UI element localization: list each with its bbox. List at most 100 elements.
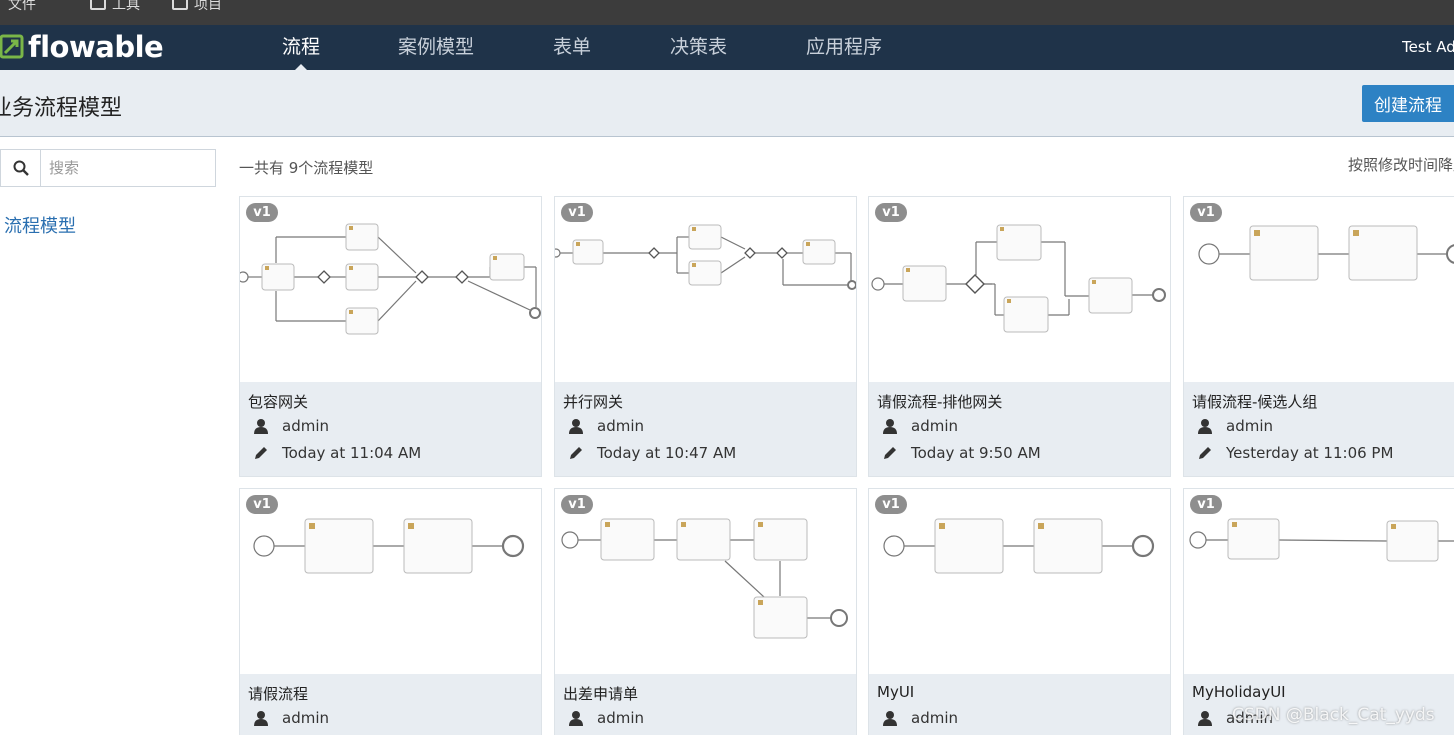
user-icon — [565, 417, 587, 435]
version-badge: v1 — [561, 203, 593, 222]
process-thumbnail: v1 — [1184, 197, 1454, 382]
card-info: 请假流程-排他网关 admin Today at 9:50 AM — [869, 382, 1170, 476]
pencil-icon — [879, 444, 901, 462]
os-menu-label: 文件 — [8, 0, 36, 13]
window-icon — [172, 0, 188, 10]
model-card[interactable]: v1 并行网关 admin Today at 10:47 AM — [554, 196, 857, 477]
process-thumbnail: v1 — [869, 197, 1170, 382]
model-name: 包容网关 — [248, 393, 309, 411]
nav-case-models[interactable]: 案例模型 — [398, 25, 474, 70]
card-info: MyHolidayUI admin — [1184, 674, 1454, 735]
author-row: admin — [250, 416, 329, 436]
sub-header: 业务流程模型 创建流程 — [0, 70, 1454, 137]
user-icon — [1194, 417, 1216, 435]
model-card[interactable]: v1 MyHolidayUI admin — [1183, 488, 1454, 735]
modified-time: Today at 9:50 AM — [911, 444, 1041, 462]
user-menu[interactable]: Test Admin — [1402, 38, 1454, 56]
pencil-icon — [565, 444, 587, 462]
os-menu-item-file[interactable]: 文件 — [8, 0, 36, 14]
sort-dropdown[interactable]: 按照修改时间降序 — [1348, 156, 1454, 174]
version-badge: v1 — [1190, 203, 1222, 222]
model-count: 一共有 9个流程模型 — [239, 159, 374, 177]
bpmn-diagram — [883, 518, 1155, 574]
window-icon — [90, 0, 106, 10]
create-process-button[interactable]: 创建流程 — [1362, 85, 1454, 122]
author-row: admin — [565, 708, 644, 728]
os-menu-item-project[interactable]: 项目 — [172, 0, 222, 14]
author-name: admin — [911, 709, 958, 727]
nav-forms[interactable]: 表单 — [553, 25, 591, 70]
os-menu-item-tools[interactable]: 工具 — [90, 0, 140, 14]
model-card[interactable]: v1 请假流程 admin — [239, 488, 542, 735]
user-icon — [250, 417, 272, 435]
model-card[interactable]: v1 请假流程-候选人组 admin Yesterday at 11:06 PM — [1183, 196, 1454, 477]
bpmn-diagram — [1198, 225, 1454, 281]
version-badge: v1 — [875, 495, 907, 514]
card-info: 并行网关 admin Today at 10:47 AM — [555, 382, 856, 476]
modified-row: Today at 11:04 AM — [250, 443, 421, 463]
version-badge: v1 — [246, 495, 278, 514]
sidebar-link-process-models[interactable]: 流程模型 — [4, 216, 76, 237]
nav-label: 应用程序 — [806, 36, 883, 58]
author-name: admin — [597, 709, 644, 727]
author-row: admin — [1194, 416, 1273, 436]
flowable-logo[interactable]: flowable — [0, 30, 164, 64]
author-row: admin — [879, 416, 958, 436]
search-icon[interactable] — [1, 150, 41, 186]
bpmn-diagram — [555, 224, 856, 290]
bpmn-diagram — [240, 223, 541, 335]
process-thumbnail: v1 — [240, 197, 541, 382]
nav-label: 案例模型 — [398, 36, 475, 58]
modified-row: Yesterday at 11:06 PM — [1194, 443, 1393, 463]
nav-processes[interactable]: 流程 — [282, 25, 321, 71]
process-thumbnail: v1 — [555, 197, 856, 382]
author-name: admin — [1226, 709, 1273, 727]
process-thumbnail: v1 — [240, 489, 541, 674]
modified-row: Today at 10:47 AM — [565, 443, 736, 463]
model-name: 出差申请单 — [563, 685, 639, 703]
logo-mark-icon — [0, 34, 24, 59]
bpmn-diagram — [1189, 518, 1454, 562]
process-thumbnail: v1 — [555, 489, 856, 674]
nav-label: 流程 — [282, 36, 321, 58]
modified-row: Today at 9:50 AM — [879, 443, 1041, 463]
user-icon — [879, 417, 901, 435]
model-name: 请假流程-排他网关 — [877, 393, 1003, 411]
user-icon — [565, 709, 587, 727]
nav-label: 决策表 — [670, 36, 728, 58]
user-icon — [1194, 709, 1216, 727]
author-row: admin — [879, 708, 958, 728]
card-info: 出差申请单 admin — [555, 674, 856, 735]
search-input[interactable] — [41, 150, 215, 186]
author-name: admin — [282, 709, 329, 727]
model-name: MyUI — [877, 683, 915, 701]
model-name: MyHolidayUI — [1192, 683, 1286, 701]
user-icon — [250, 709, 272, 727]
pencil-icon — [250, 444, 272, 462]
nav-apps[interactable]: 应用程序 — [806, 25, 882, 70]
model-name: 请假流程-候选人组 — [1192, 393, 1318, 411]
card-info: 请假流程 admin — [240, 674, 541, 735]
model-name: 请假流程 — [248, 685, 309, 703]
author-name: admin — [597, 417, 644, 435]
author-row: admin — [250, 708, 329, 728]
model-card[interactable]: v1 出差申请单 admin — [554, 488, 857, 735]
card-info: 请假流程-候选人组 admin Yesterday at 11:06 PM — [1184, 382, 1454, 476]
pencil-icon — [1194, 444, 1216, 462]
process-thumbnail: v1 — [869, 489, 1170, 674]
model-card[interactable]: v1 MyUI admin — [868, 488, 1171, 735]
model-name: 并行网关 — [563, 393, 624, 411]
process-thumbnail: v1 — [1184, 489, 1454, 674]
os-menu-label: 工具 — [112, 0, 140, 13]
search-icon — [13, 160, 29, 176]
user-icon — [879, 709, 901, 727]
nav-decision-tables[interactable]: 决策表 — [670, 25, 727, 70]
author-row: admin — [1194, 708, 1273, 728]
modified-time: Yesterday at 11:06 PM — [1226, 444, 1394, 462]
search-box — [0, 149, 216, 187]
page-title: 业务流程模型 — [0, 96, 123, 121]
bpmn-diagram — [253, 518, 525, 574]
card-info: MyUI admin — [869, 674, 1170, 735]
model-card[interactable]: v1 包容网关 admin Today at 11:04 AM — [239, 196, 542, 477]
model-card[interactable]: v1 请假流程-排他网关 admin Today at 9:50 AM — [868, 196, 1171, 477]
